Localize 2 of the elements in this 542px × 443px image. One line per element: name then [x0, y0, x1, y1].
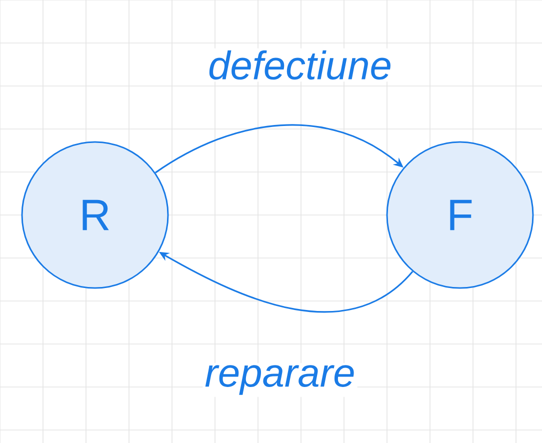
edge-label: defectiune [206, 48, 394, 82]
edge-label: reparare [202, 363, 358, 397]
